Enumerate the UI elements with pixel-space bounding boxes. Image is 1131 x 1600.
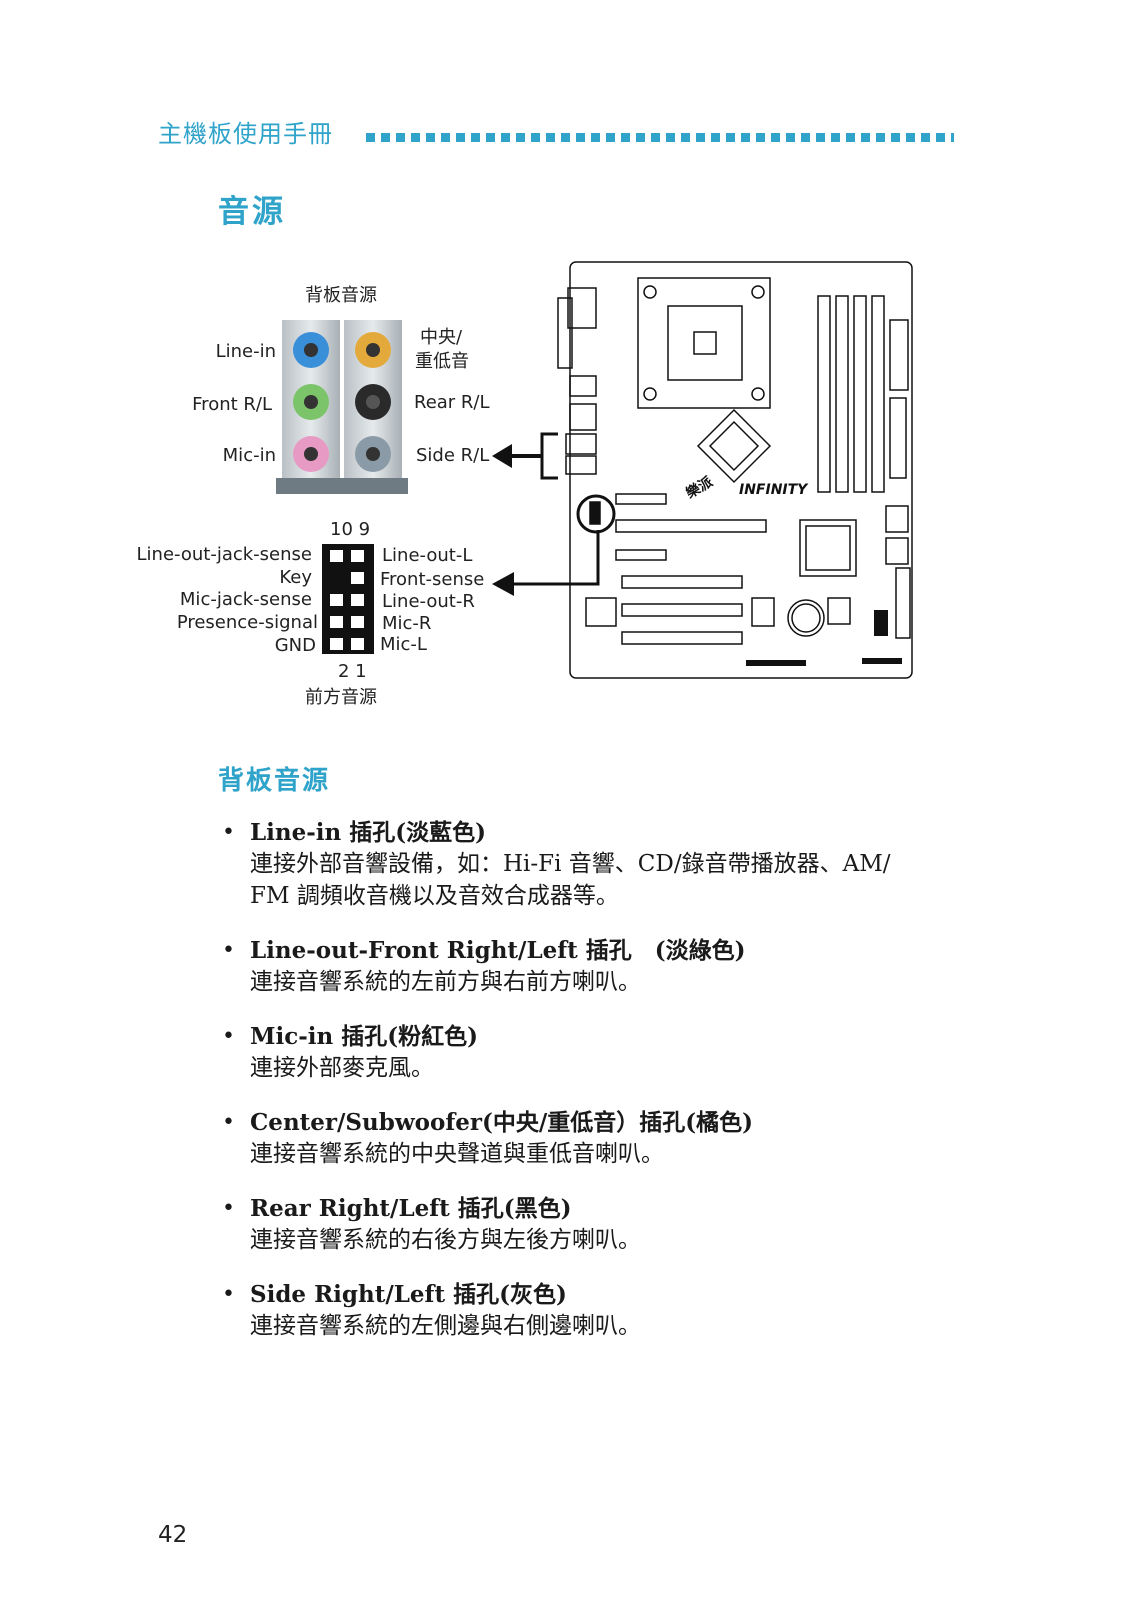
list-item: • Mic-in 插孔(粉紅色) 連接外部麥克風。 xyxy=(222,1022,982,1084)
list-item: • Line-out-Front Right/Left 插孔 (淡綠色) 連接音… xyxy=(222,936,982,998)
list-item-desc: 連接音響系統的左前方與右前方喇叭。 xyxy=(250,969,641,995)
jack-description-list: • Line-in 插孔(淡藍色) 連接外部音響設備，如：Hi-Fi 音響、CD… xyxy=(222,818,982,1366)
pin-front-sense: Front-sense xyxy=(380,569,485,590)
list-item-title: Center/Subwoofer(中央/重低音）插孔(橘色) xyxy=(250,1109,754,1136)
label-front-rl: Front R/L xyxy=(192,394,272,415)
section-title: 音源 xyxy=(218,194,286,230)
jack-rear xyxy=(355,384,391,420)
list-item-title: Rear Right/Left 插孔(黑色) xyxy=(250,1195,572,1222)
pin-line-out-l: Line-out-L xyxy=(382,545,473,566)
list-item-desc: 連接外部麥克風。 xyxy=(250,1055,434,1081)
rear-audio-jack-photo xyxy=(276,320,408,494)
pin-gnd: GND xyxy=(274,635,316,656)
jack-front xyxy=(293,384,329,420)
bullet-icon: • xyxy=(222,1196,235,1221)
list-item-title: Line-out-Front Right/Left 插孔 (淡綠色) xyxy=(250,937,746,964)
list-item-title: Side Right/Left 插孔(灰色) xyxy=(250,1281,567,1308)
motherboard-layout-diagram: INFINITY 樂派 xyxy=(557,261,913,679)
bullet-icon: • xyxy=(222,1024,235,1049)
pin-numbers-top: 10 9 xyxy=(330,519,371,540)
jack-center xyxy=(355,332,391,368)
list-item-desc: FM 調頻收音機以及音效合成器等。 xyxy=(250,883,619,909)
pin-mic-l: Mic-L xyxy=(380,634,427,655)
bullet-icon: • xyxy=(222,1282,235,1307)
pin-key: Key xyxy=(279,567,312,588)
list-item-desc: 連接音響系統的中央聲道與重低音喇叭。 xyxy=(250,1141,664,1167)
pin-line-out-jack-sense: Line-out-jack-sense xyxy=(136,544,312,565)
label-center: 中央/ xyxy=(420,327,463,348)
list-item-desc: 連接外部音響設備，如：Hi-Fi 音響、CD/錄音帶播放器、AM/ xyxy=(250,851,891,877)
pin-mic-r: Mic-R xyxy=(382,613,432,634)
label-line-in: Line-in xyxy=(215,341,276,362)
header-dot-rule xyxy=(366,133,954,142)
motherboard-logo-cn: 樂派 xyxy=(682,473,716,503)
list-item-title: Mic-in 插孔(粉紅色) xyxy=(250,1023,478,1050)
front-audio-header-pins xyxy=(322,544,374,654)
bullet-icon: • xyxy=(222,1110,235,1135)
motherboard-logo: INFINITY xyxy=(739,482,809,498)
label-mic-in: Mic-in xyxy=(222,445,276,466)
list-item: • Side Right/Left 插孔(灰色) 連接音響系統的左側邊與右側邊喇… xyxy=(222,1280,982,1342)
list-item: • Line-in 插孔(淡藍色) 連接外部音響設備，如：Hi-Fi 音響、CD… xyxy=(222,818,982,912)
label-subwoofer: 重低音 xyxy=(415,351,469,372)
header-title: 主機板使用手冊 xyxy=(158,120,333,148)
list-item: • Center/Subwoofer(中央/重低音）插孔(橘色) 連接音響系統的… xyxy=(222,1108,982,1170)
pin-presence-signal: Presence-signal xyxy=(176,612,318,633)
pin-numbers-bottom: 2 1 xyxy=(338,661,367,682)
list-item-title: Line-in 插孔(淡藍色) xyxy=(250,819,487,846)
pin-mic-jack-sense: Mic-jack-sense xyxy=(179,589,312,610)
list-item-desc: 連接音響系統的右後方與左後方喇叭。 xyxy=(250,1227,641,1253)
arrow-front-audio xyxy=(492,530,600,596)
front-header-title: 前方音源 xyxy=(305,687,377,708)
rear-panel-title: 背板音源 xyxy=(305,285,377,306)
jack-side xyxy=(355,436,391,472)
page-number: 42 xyxy=(158,1522,188,1548)
subsection-title: 背板音源 xyxy=(218,766,331,796)
label-rear-rl: Rear R/L xyxy=(414,392,490,413)
list-item-desc: 連接音響系統的左側邊與右側邊喇叭。 xyxy=(250,1313,641,1339)
bullet-icon: • xyxy=(222,820,235,845)
jack-mic xyxy=(293,436,329,472)
list-item: • Rear Right/Left 插孔(黑色) 連接音響系統的右後方與左後方喇… xyxy=(222,1194,982,1256)
arrow-rear-audio xyxy=(492,432,558,480)
pin-line-out-r: Line-out-R xyxy=(382,591,475,612)
jack-line-in xyxy=(293,332,329,368)
bullet-icon: • xyxy=(222,938,235,963)
label-side-rl: Side R/L xyxy=(416,445,490,466)
